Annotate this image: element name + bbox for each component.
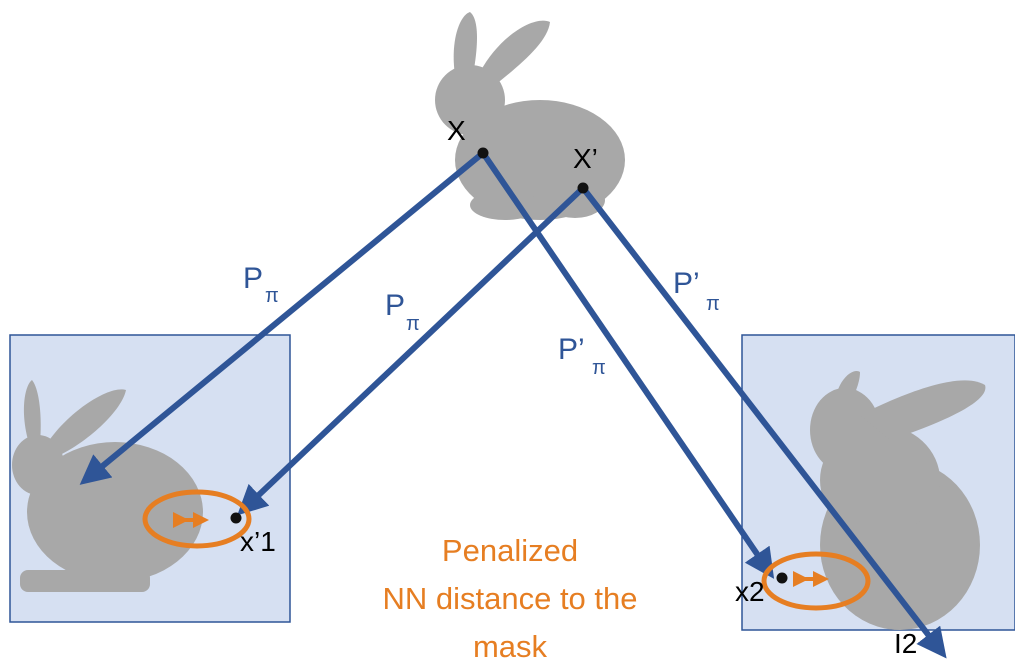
left-nn-distance-highlight <box>142 489 252 549</box>
svg-text:π: π <box>265 285 279 307</box>
label-x: X <box>447 115 466 146</box>
point-x-prime-1 <box>230 512 242 524</box>
svg-text:P’: P’ <box>673 267 700 300</box>
svg-text:P: P <box>385 289 405 322</box>
projection-label-right-inner: P’ π <box>558 333 606 379</box>
svg-text:π: π <box>406 313 420 335</box>
svg-text:P’: P’ <box>558 333 585 366</box>
point-x-prime <box>577 182 589 194</box>
projection-arrow-x-to-left <box>79 150 485 485</box>
right-nn-distance-highlight <box>761 551 871 611</box>
right-bunny-image <box>810 370 986 630</box>
label-x-prime-1: x’1 <box>240 526 276 557</box>
projection-arrow-xprime-to-right <box>580 186 947 659</box>
point-x <box>477 147 489 159</box>
label-i2: I2 <box>894 628 917 659</box>
projection-arrow-x-to-right <box>480 151 775 579</box>
projection-label-left-outer: P π <box>243 262 279 307</box>
svg-text:π: π <box>706 293 720 315</box>
projection-label-right-outer: P’ π <box>673 267 720 315</box>
left-bunny-image <box>12 380 203 592</box>
svg-text:π: π <box>592 357 606 379</box>
annotation-line-3: mask <box>473 629 548 664</box>
projection-arrow-xprime-to-left <box>237 185 586 516</box>
label-x-prime: X’ <box>573 143 598 174</box>
projection-label-left-inner: P π <box>385 289 420 335</box>
svg-text:P: P <box>243 262 263 295</box>
annotation-line-2: NN distance to the <box>382 581 637 616</box>
label-x2: x2 <box>735 576 765 607</box>
annotation-line-1: Penalized <box>442 533 578 568</box>
point-x2 <box>776 572 788 584</box>
